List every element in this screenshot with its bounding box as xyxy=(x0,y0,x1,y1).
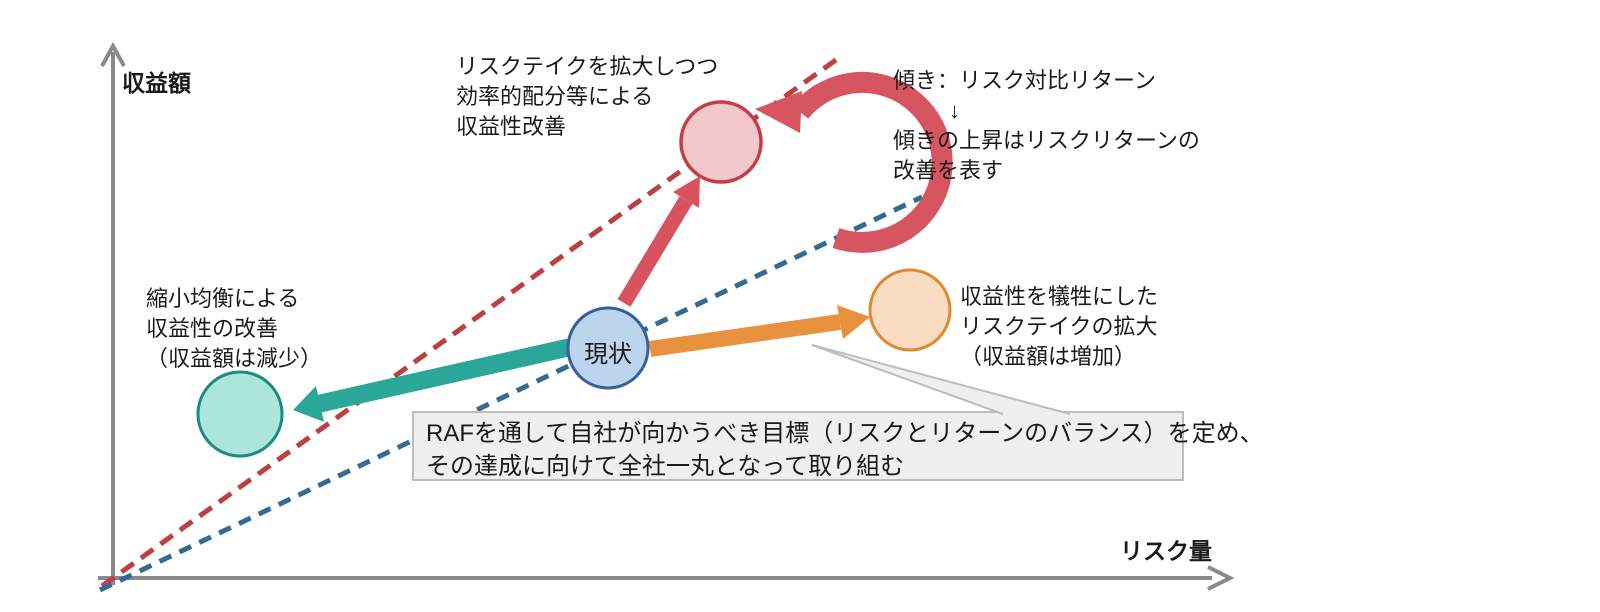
raf-callout-box xyxy=(412,411,1184,481)
annotation-sacrifice-profit: 収益性を犠牲にした リスクテイクの拡大 （収益額は増加） xyxy=(960,282,1158,372)
annotation-line: 収益性の改善 xyxy=(146,316,279,341)
raf-callout-tail xyxy=(811,344,1071,415)
improve-target-circle xyxy=(679,100,763,184)
annotation-line: リスクテイクを拡大しつつ xyxy=(456,54,719,79)
expand-risktake-arrow xyxy=(648,305,870,357)
shrink-target-circle xyxy=(196,370,284,458)
current-state-label: 現状 xyxy=(584,341,632,368)
annotation-line: 収益性を犠牲にした xyxy=(960,284,1159,309)
x-axis-label: リスク量 xyxy=(1120,538,1212,564)
current-state-circle xyxy=(566,306,650,390)
x-axis-arrowhead-icon xyxy=(1207,565,1235,591)
callout-line: その達成に向けて全社一丸となって取り組む xyxy=(426,453,905,480)
slope-rotation-arrowhead-icon xyxy=(755,91,802,133)
raf-callout-text: RAFを通して自社が向かうべき目標（リスクとリターンのバランス）を定め、 その達… xyxy=(426,417,1264,483)
annotation-line: 効率的配分等による xyxy=(456,84,654,109)
annotation-line: 傾き：リスク対比リターン xyxy=(893,68,1156,93)
annotation-line: （収益額は増加） xyxy=(960,344,1137,369)
callout-line: RAFを通して自社が向かうべき目標（リスクとリターンのバランス）を定め、 xyxy=(426,420,1264,447)
slope-rotation-arc xyxy=(791,71,953,253)
annotation-line: 縮小均衡による xyxy=(146,286,300,311)
annotation-line: 傾きの上昇はリスクリターンの xyxy=(893,128,1200,153)
annotation-shrink-balance: 縮小均衡による 収益性の改善 （収益額は減少） xyxy=(146,284,322,374)
expand-target-circle xyxy=(868,268,952,352)
slope-rotation-arrow xyxy=(755,71,953,253)
annotation-line: （収益額は減少） xyxy=(146,346,323,371)
annotation-line: 収益性改善 xyxy=(456,114,567,139)
shrink-balance-arrow xyxy=(293,337,577,422)
current-risk-return-dashed-line xyxy=(98,194,924,593)
annotation-line: 改善を表す xyxy=(893,158,1004,183)
annotation-slope-note: 傾き：リスク対比リターン ↓ 傾きの上昇はリスクリターンの 改善を表す xyxy=(893,66,1200,186)
improve-profitability-arrow xyxy=(617,176,700,307)
annotation-line: リスクテイクの拡大 xyxy=(960,314,1158,339)
y-axis-arrowhead-icon xyxy=(100,41,126,67)
down-arrow-icon: ↓ xyxy=(949,98,960,123)
annotation-expand-risktake: リスクテイクを拡大しつつ 効率的配分等による 収益性改善 xyxy=(456,52,718,142)
y-axis-label: 収益額 xyxy=(122,70,191,96)
